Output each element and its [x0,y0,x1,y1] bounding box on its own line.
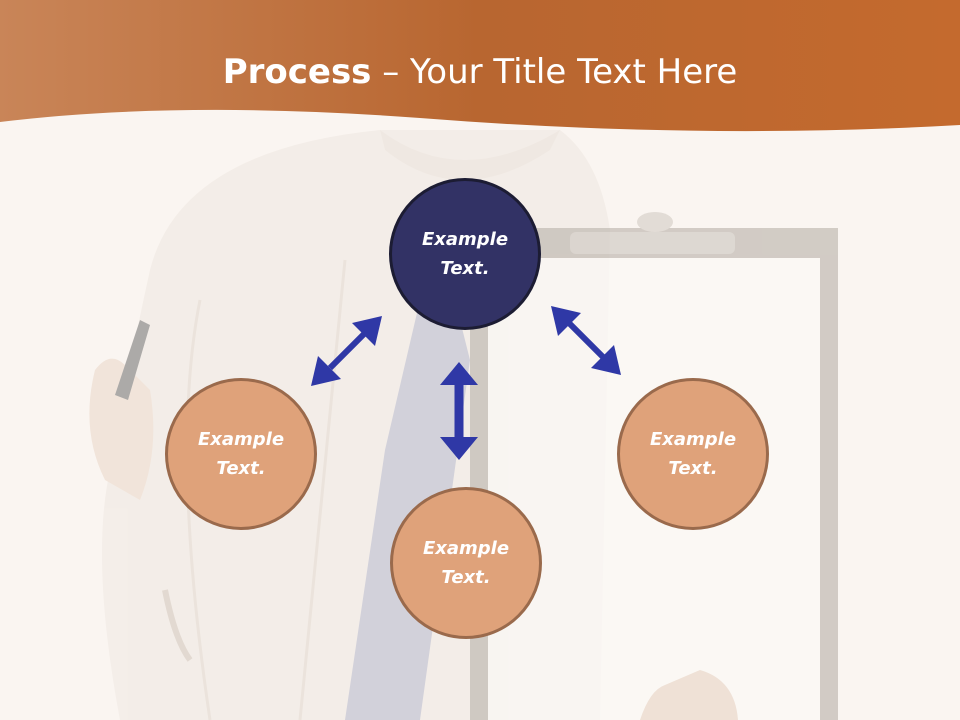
center-node: Example Text. [389,178,541,330]
arrow-center-left [311,316,382,386]
left-node-label: Example Text. [197,429,285,479]
arrow-center-right [551,306,621,375]
center-node-label: Example Text. [421,229,509,279]
left-node: Example Text. [165,378,317,530]
right-node: Example Text. [617,378,769,530]
bottom-node-label: Example Text. [422,538,510,588]
arrow-center-bottom [440,362,478,460]
header-band [0,0,960,132]
bottom-node: Example Text. [390,487,542,639]
right-node-label: Example Text. [649,429,737,479]
title-bold: Process [222,52,372,92]
slide-title: Process – Your Title Text Here [0,52,960,92]
title-rest: – Your Title Text Here [371,52,738,92]
